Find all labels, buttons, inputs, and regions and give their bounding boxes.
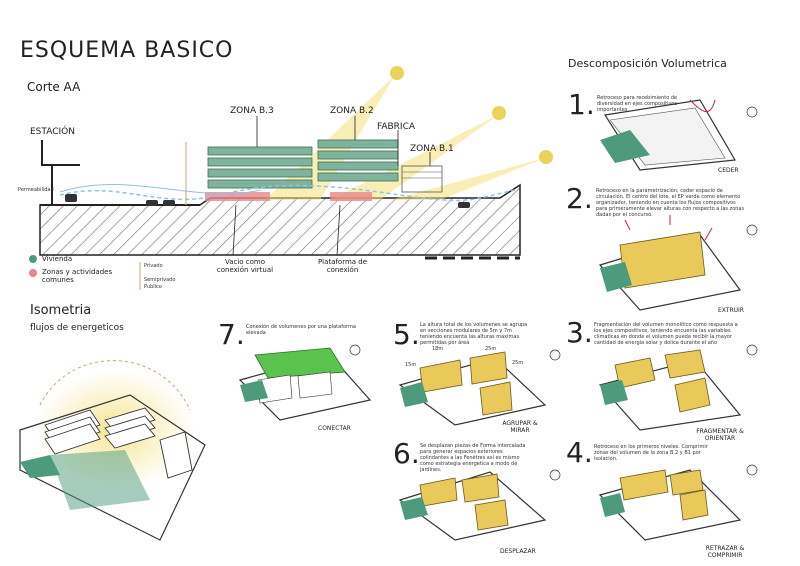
- descomposicion-heading: Descomposición Volumetrica: [568, 57, 727, 70]
- zona-comun-2: [330, 192, 372, 201]
- vacio-label: Vacio como conexión virtual: [216, 258, 274, 274]
- north-arrow-icon: [349, 106, 758, 481]
- step-7-number: 7.: [218, 318, 245, 351]
- step-5-text: La altura total de los volumenes se agru…: [420, 322, 528, 346]
- car-icon: [65, 194, 77, 202]
- step-5-number: 5.: [393, 318, 420, 351]
- legend-zonas: Zonas y actividades comunes: [42, 268, 113, 284]
- step-2-tag: EXTRUIR: [718, 307, 744, 314]
- step-1-diagram: [600, 99, 736, 171]
- legend-privado: Privado: [144, 263, 163, 269]
- corte-heading: Corte AA: [27, 80, 81, 94]
- step-4-number: 4.: [566, 436, 593, 469]
- zona-b3-label: ZONA B.3: [230, 106, 274, 116]
- fabrica-block: [401, 165, 443, 193]
- step-2-number: 2.: [566, 182, 593, 215]
- step-5-diagram: [398, 351, 547, 426]
- sun-icon: [390, 66, 404, 80]
- step-2-diagram: [598, 215, 742, 311]
- height-label: 25m: [485, 346, 497, 352]
- vivienda-block-b2: [317, 139, 399, 182]
- car-icon: [146, 200, 158, 206]
- isometria-heading: Isometria: [30, 303, 92, 318]
- step-3-diagram: [598, 349, 742, 431]
- zona-b1-label: ZONA B.1: [410, 144, 454, 154]
- station-canopy: [41, 140, 80, 166]
- step-3-tag: FRAGMENTAR & ORIENTAR: [696, 428, 744, 442]
- legend-dot-vivienda: [29, 255, 37, 263]
- permeabilidad-label: Permeabilidad: [18, 187, 54, 193]
- step-5-tag: AGRUPAR & MIRAR: [502, 420, 538, 434]
- step-6-diagram: [398, 471, 547, 541]
- fabrica-label: FABRICA: [377, 122, 416, 132]
- sun-ray-3: [390, 158, 545, 200]
- ground-section: [39, 183, 521, 256]
- step-7-diagram: [238, 347, 372, 421]
- sun-icon: [492, 106, 506, 120]
- isometria-subheading: flujos de energeticos: [30, 323, 124, 333]
- plataforma-label: Plataforma de conexión: [317, 258, 368, 274]
- sun-icon: [539, 150, 553, 164]
- car-icon: [163, 200, 175, 206]
- zona-b2-label: ZONA B.2: [330, 106, 374, 116]
- step-7-text: Conexión de volumenes por una plataforma…: [246, 324, 356, 336]
- section-drawing: [29, 66, 553, 290]
- legend-vivienda: Vivienda: [42, 255, 73, 263]
- page-title: ESQUEMA BASICO: [20, 38, 234, 63]
- step-4-tag: RETRAZAR & COMPRIMIR: [705, 545, 745, 559]
- step-6-tag: DESPLAZAR: [500, 548, 536, 555]
- step-1-text: Retroceso para recebimiento de diversida…: [597, 95, 678, 113]
- zona-comun-1: [205, 192, 270, 201]
- step-1-tag: CEDER: [718, 167, 739, 174]
- legend-publico: Publico: [144, 284, 162, 290]
- legend-semiprivado: Semiprivado: [144, 277, 176, 283]
- step-1-number: 1.: [568, 88, 595, 121]
- step-7-tag: CONECTAR: [318, 425, 351, 432]
- step-3-number: 3.: [566, 316, 593, 349]
- step-4-text: Retroceso en los primeros niveles. Compr…: [594, 444, 708, 462]
- isometry-drawing: [19, 360, 206, 541]
- height-label: 15m: [405, 362, 417, 368]
- legend-dot-zonas: [29, 269, 37, 277]
- height-label: 25m: [512, 360, 524, 366]
- height-label: 18m: [432, 346, 444, 352]
- step-3-text: Fragmentación del volumen monolítico com…: [594, 322, 738, 346]
- vivienda-block-b3: [207, 146, 313, 189]
- step-6-text: Se desplazan piezas de Forma intercalada…: [420, 443, 526, 473]
- step-2-text: Retroceso en la parametrización, ceder e…: [596, 188, 745, 218]
- car-icon: [458, 202, 470, 208]
- step-6-number: 6.: [393, 437, 420, 470]
- estacion-label: ESTACIÓN: [30, 127, 75, 137]
- step-4-diagram: [598, 469, 742, 541]
